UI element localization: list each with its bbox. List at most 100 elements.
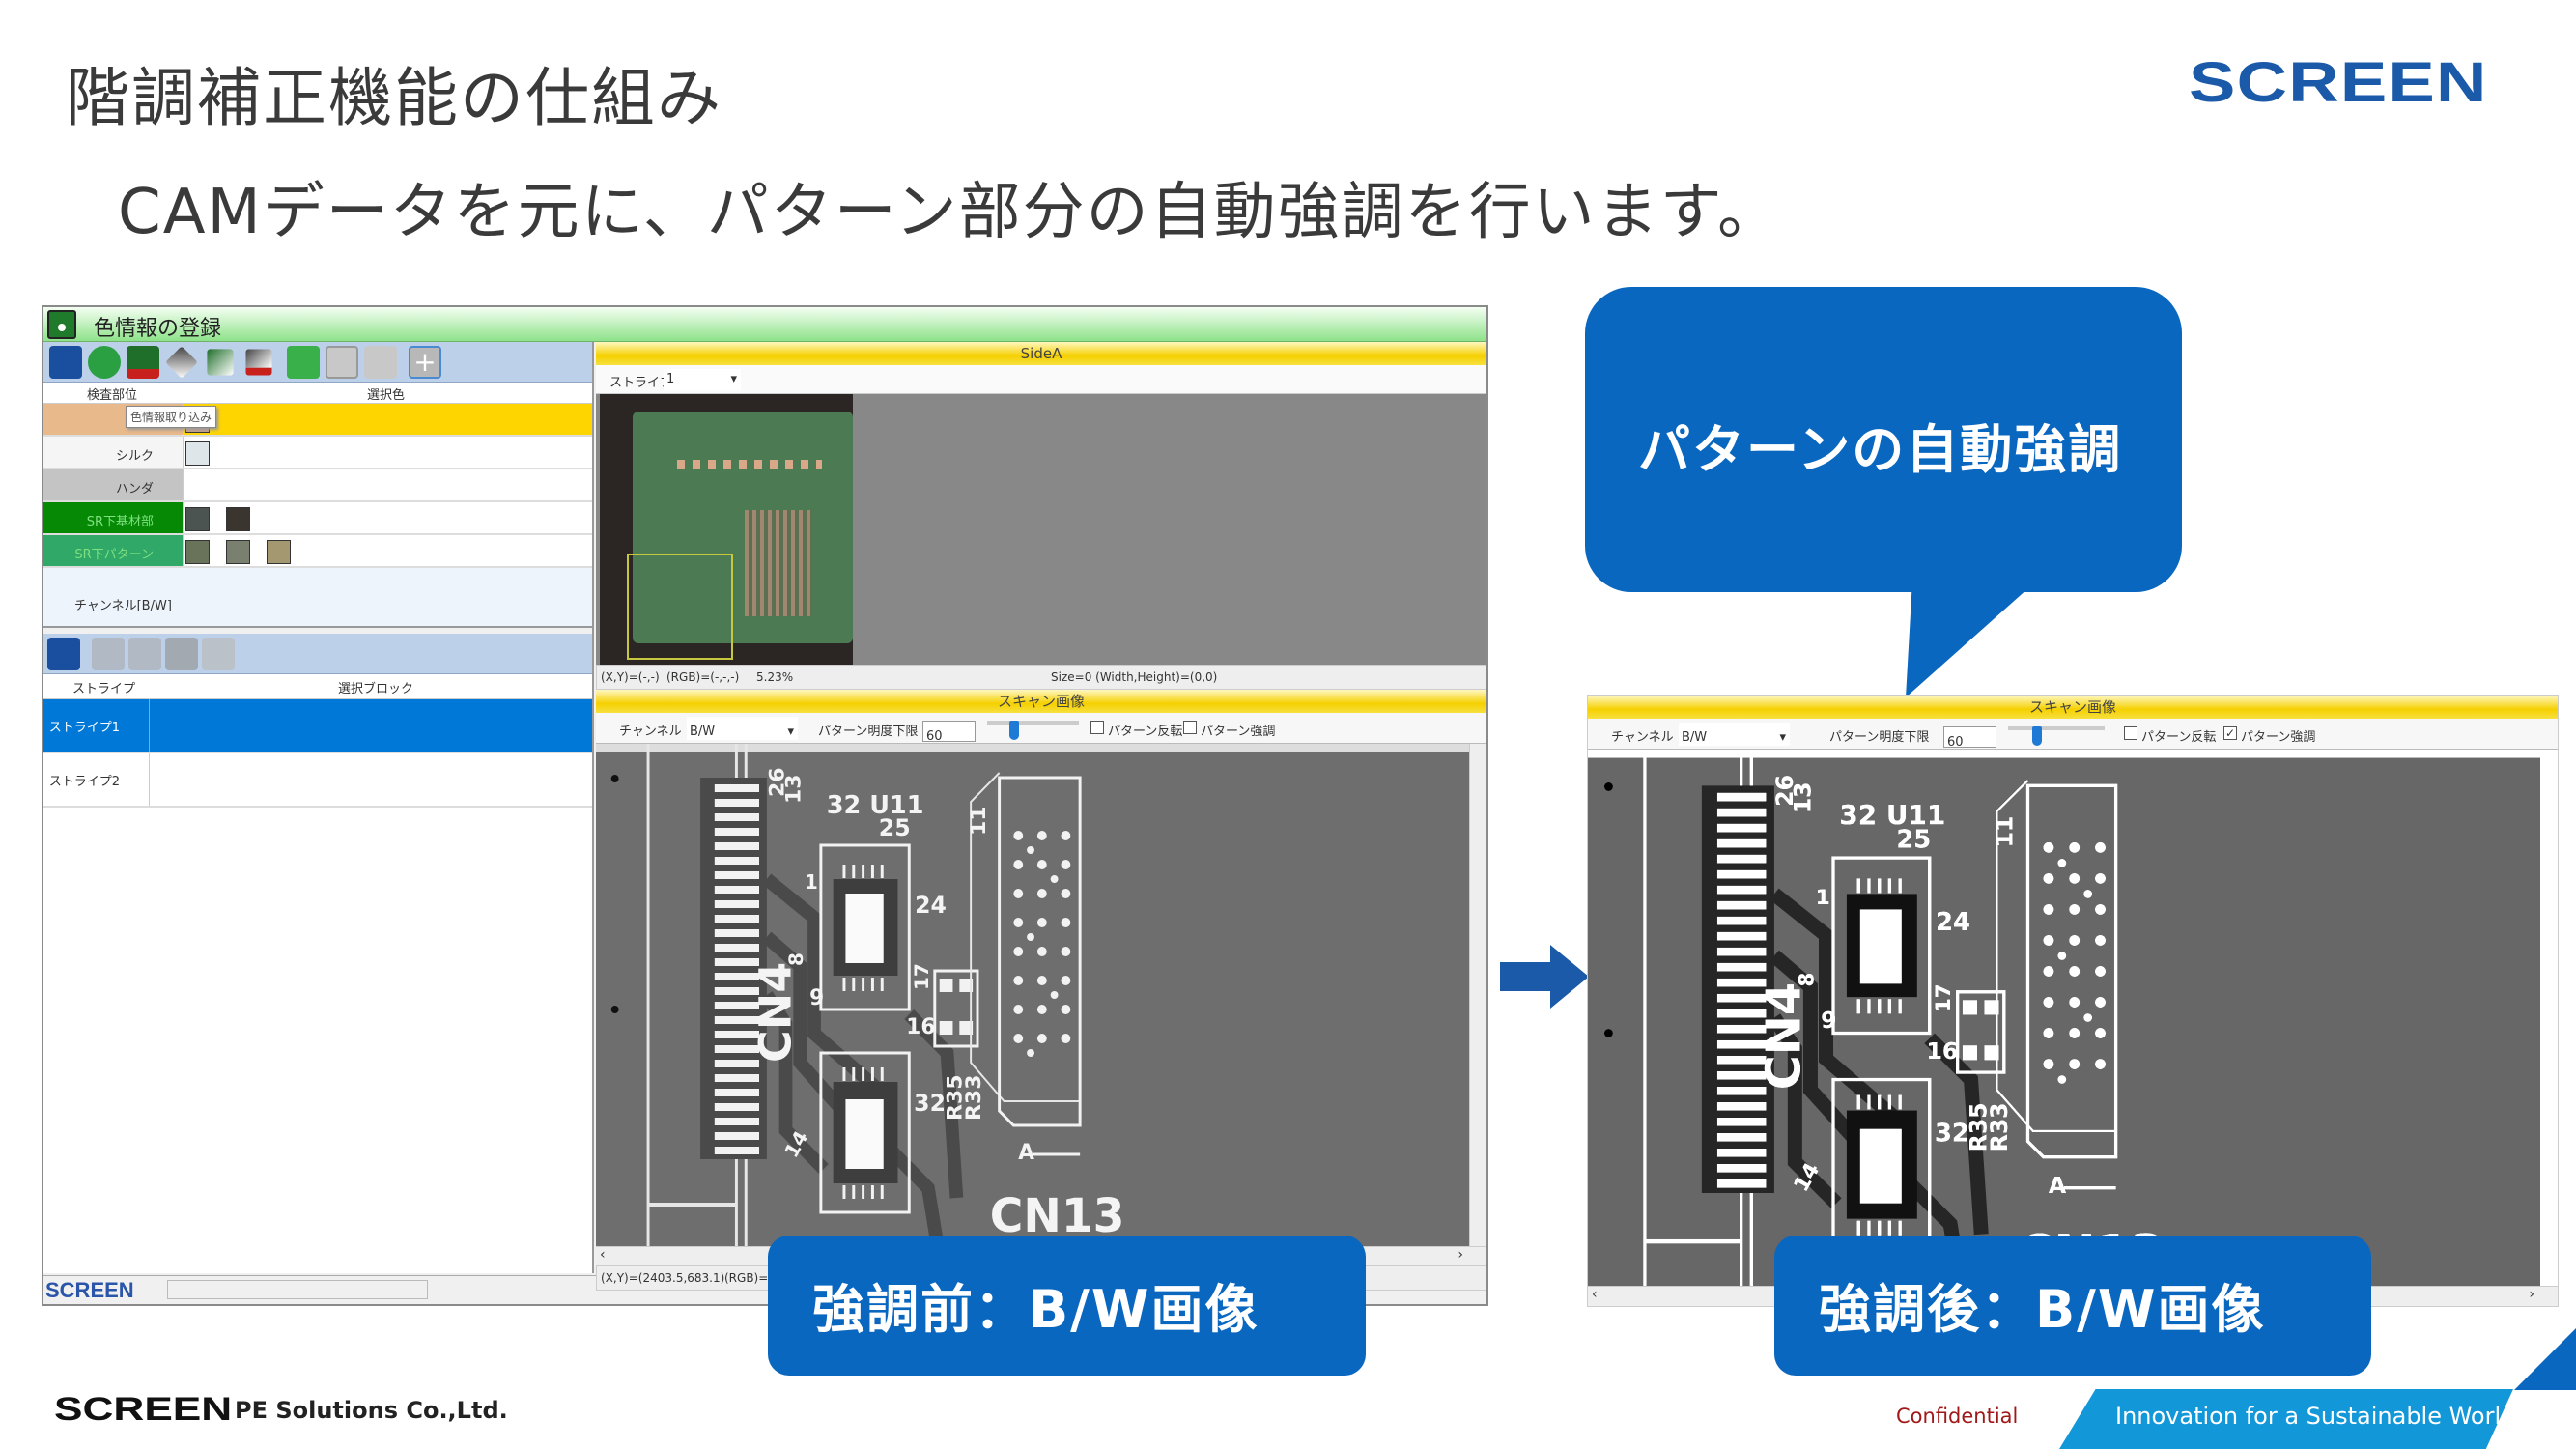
color-table-header: 検査部位 選択色 [43, 383, 592, 404]
save-icon [202, 638, 235, 670]
color-row[interactable]: ハンダ [43, 469, 592, 502]
save-icon[interactable] [364, 346, 397, 379]
add-icon[interactable]: + [409, 346, 441, 379]
copy-eraser-icon[interactable] [207, 349, 234, 376]
color-row[interactable]: SR下パターン [43, 535, 592, 568]
eraser-icon[interactable] [165, 346, 198, 379]
threshold-stepper[interactable]: 60 [922, 721, 976, 744]
color-swatch[interactable] [185, 507, 210, 531]
silkscreen-label: 24 [1936, 908, 1970, 937]
color-swatch[interactable] [267, 540, 291, 564]
stripe-label: ストライプ [609, 376, 673, 390]
silkscreen-label: 17 [911, 963, 933, 990]
tagline-text: Innovation for a Sustainable World [2115, 1403, 2516, 1430]
threshold-slider[interactable] [2008, 726, 2105, 730]
auto-icon[interactable] [127, 346, 159, 379]
slider-thumb[interactable] [2032, 726, 2042, 746]
header-selected-color: 選択色 [367, 388, 406, 403]
stripe-row-2[interactable]: ストライプ2 [43, 753, 592, 808]
silkscreen-label: R35 [943, 1074, 967, 1121]
chevron-down-icon: ▾ [730, 372, 737, 386]
color-row[interactable]: シルク [43, 437, 592, 469]
color-swatch[interactable] [226, 507, 250, 531]
slider-thumb[interactable] [1009, 721, 1019, 740]
right-panel: SideA ストライプ 1▾ (X,Y)=(-,-) (RGB)=(-,-,-)… [596, 342, 1486, 1291]
silkscreen-label: 32 [914, 1090, 946, 1117]
label-after: 強調後：B/W画像 [1774, 1236, 2371, 1376]
silkscreen-label: 1 [805, 871, 818, 894]
silkscreen-label: R33 [1986, 1103, 2013, 1152]
scan-image-header: スキャン画像 [1588, 696, 2558, 719]
channel-label: チャンネル [619, 724, 682, 739]
scroll-left-icon[interactable]: ‹ [1592, 1287, 1598, 1302]
vertical-scrollbar[interactable] [1469, 744, 1486, 1246]
threshold-slider[interactable] [987, 721, 1079, 724]
silkscreen-label: 8 [1796, 973, 1820, 987]
silkscreen-label: A [2049, 1172, 2067, 1199]
threshold-label: パターン明度下限 [818, 724, 919, 739]
status-screen-logo: SCREEN [45, 1278, 134, 1302]
color-swatch[interactable] [185, 441, 210, 466]
silkscreen-label: 17 [1932, 983, 1956, 1012]
vertical-scrollbar[interactable] [2540, 750, 2558, 1286]
board-overview [596, 394, 1486, 665]
threshold-stepper[interactable]: 60 [1943, 726, 1996, 750]
corner-decoration [2514, 1328, 2576, 1390]
enhance-checkbox[interactable] [1183, 721, 1197, 734]
silkscreen-label: 25 [1896, 825, 1931, 854]
scroll-right-icon[interactable]: › [1458, 1247, 1463, 1263]
silkscreen-label: 24 [915, 892, 947, 919]
run-icon[interactable] [287, 346, 320, 379]
window-title-bar: 色情報の登録 [43, 307, 1486, 342]
window-title: 色情報の登録 [94, 317, 222, 341]
edit-pencil-icon[interactable] [49, 346, 82, 379]
channel-label: チャンネル[B/W] [43, 568, 592, 628]
color-swatch[interactable] [226, 540, 250, 564]
silkscreen-label: 13 [781, 774, 806, 804]
channel-dropdown[interactable]: B/W▾ [687, 717, 798, 740]
screen-logo: SCREEN [2189, 51, 2488, 114]
scroll-right-icon[interactable]: › [2529, 1287, 2534, 1302]
confidential-label: Confidential [1896, 1405, 2019, 1428]
chevron-down-icon: ▾ [1779, 730, 1786, 745]
view-frame[interactable] [627, 554, 733, 660]
color-swatch[interactable] [185, 540, 210, 564]
edit-pencil-icon[interactable] [47, 638, 80, 670]
frame-icon[interactable] [326, 346, 358, 379]
invert-checkbox[interactable] [2124, 726, 2137, 740]
channel-dropdown[interactable]: B/W▾ [1679, 723, 1790, 746]
board-thumbnail[interactable] [600, 394, 853, 665]
stripe-toolbar [43, 634, 592, 674]
silkscreen-label: CN4 [1756, 982, 1812, 1090]
chevron-down-icon: ▾ [787, 724, 794, 739]
stripe-dropdown[interactable]: 1▾ [664, 369, 741, 390]
enhance-checkbox[interactable]: ✓ [2223, 726, 2237, 740]
import-arrow-icon[interactable] [88, 346, 121, 379]
eraser-all-icon[interactable] [245, 349, 272, 376]
header-inspection-part: 検査部位 [87, 388, 138, 403]
app-icon [47, 310, 76, 339]
scan-image-header: スキャン画像 [596, 690, 1486, 713]
invert-checkbox[interactable] [1090, 721, 1104, 734]
silkscreen-label: A [1018, 1141, 1034, 1165]
silkscreen-label: 13 [1789, 782, 1816, 814]
footer-company: PE Solutions Co.,Ltd. [235, 1397, 508, 1424]
silkscreen-label: 9 [809, 986, 824, 1010]
silkscreen-label: CN13 [990, 1190, 1125, 1243]
scroll-left-icon[interactable]: ‹ [600, 1247, 606, 1263]
callout-bubble: パターンの自動強調 [1585, 287, 2182, 592]
silkscreen-label: 32 U11 [827, 791, 924, 820]
color-row[interactable]: 色情報取り込み [43, 404, 592, 437]
side-a-header: SideA [596, 342, 1486, 365]
eraser-icon [92, 638, 125, 670]
silkscreen-label: 9 [1821, 1007, 1836, 1034]
header-stripe: ストライプ [72, 682, 136, 696]
color-row[interactable]: SR下基材部 [43, 502, 592, 535]
arrow-right-icon [1500, 945, 1589, 1009]
stripe-row-1[interactable]: ストライプ1 [43, 699, 592, 753]
silkscreen-label: 26 [766, 767, 790, 797]
